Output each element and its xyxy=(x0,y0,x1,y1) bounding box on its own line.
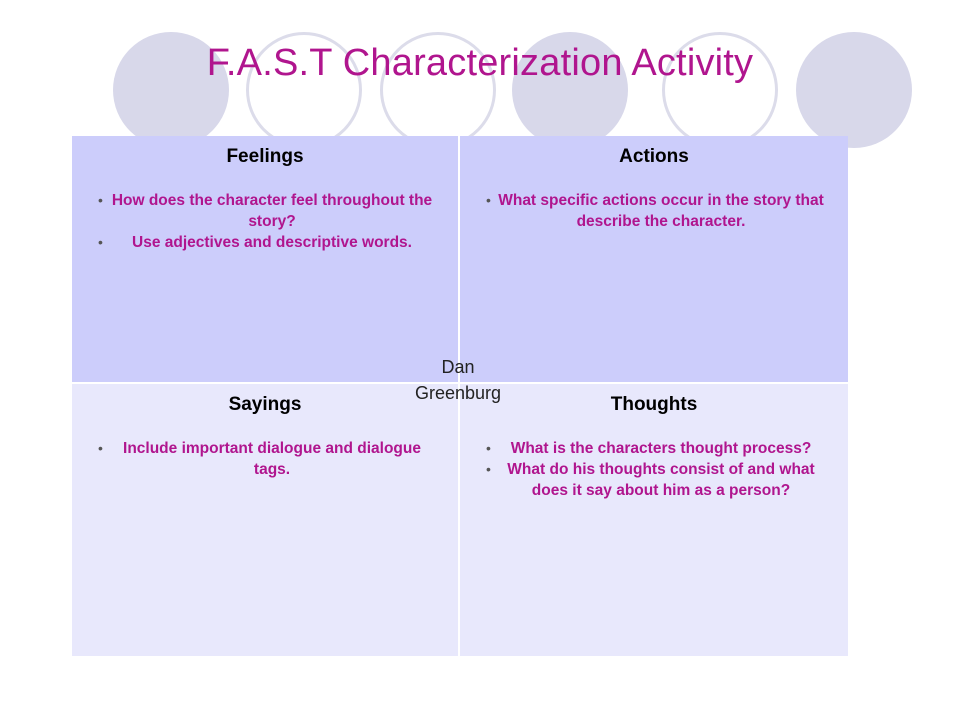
quadrant-heading-sayings: Sayings xyxy=(228,394,302,415)
quadrant-heading-thoughts: Thoughts xyxy=(610,394,698,415)
bullet-text: How does the character feel throughout t… xyxy=(111,192,433,230)
bullet-item: • How does the character feel throughout … xyxy=(90,190,440,232)
actions-bullet-list: • What specific actions occur in the stor… xyxy=(478,190,830,232)
bullet-item: • What is the characters thought process? xyxy=(478,438,830,459)
bullet-text: What do his thoughts consist of and what… xyxy=(507,461,815,499)
bullet-text: Include important dialogue and dialogue … xyxy=(123,440,421,478)
quadrant-sayings: Sayings • Include important dialogue and … xyxy=(72,384,460,656)
bullet-item: • What do his thoughts consist of and wha… xyxy=(478,459,830,501)
bullet-dot-icon: • xyxy=(98,440,103,456)
decor-circle-1 xyxy=(113,32,229,148)
bullet-item: • Use adjectives and descriptive words. xyxy=(90,232,440,253)
bullet-dot-icon: • xyxy=(486,440,491,456)
quadrant-actions: Actions • What specific actions occur in … xyxy=(460,136,848,384)
quadrant-heading-actions: Actions xyxy=(619,146,689,167)
quadrant-feelings: Feelings • How does the character feel th… xyxy=(72,136,460,384)
author-name: Dan Greenburg xyxy=(392,354,524,406)
fast-grid: Feelings • How does the character feel th… xyxy=(72,136,848,656)
bullet-dot-icon: • xyxy=(486,461,491,477)
bullet-text: What specific actions occur in the story… xyxy=(498,192,824,230)
feelings-bullet-list: • How does the character feel throughout … xyxy=(90,190,440,253)
quadrant-heading-feelings: Feelings xyxy=(226,146,304,167)
quadrant-thoughts: Thoughts • What is the characters thought… xyxy=(460,384,848,656)
decor-circle-2 xyxy=(246,32,362,148)
slide-title: F.A.S.T Characterization Activity xyxy=(206,42,754,84)
sayings-bullet-list: • Include important dialogue and dialogue… xyxy=(90,438,440,480)
decor-circle-5 xyxy=(662,32,778,148)
decor-circle-4 xyxy=(512,32,628,148)
bullet-dot-icon: • xyxy=(98,192,103,208)
bullet-dot-icon: • xyxy=(486,192,491,208)
bullet-text: Use adjectives and descriptive words. xyxy=(132,234,412,251)
bullet-item: • Include important dialogue and dialogue… xyxy=(90,438,440,480)
decor-circle-6 xyxy=(796,32,912,148)
thoughts-bullet-list: • What is the characters thought process?… xyxy=(478,438,830,501)
author-last-name: Greenburg xyxy=(414,383,502,403)
author-first-name: Dan xyxy=(441,357,475,377)
bullet-item: • What specific actions occur in the stor… xyxy=(478,190,830,232)
bullet-text: What is the characters thought process? xyxy=(510,440,812,457)
bullet-dot-icon: • xyxy=(98,234,103,250)
